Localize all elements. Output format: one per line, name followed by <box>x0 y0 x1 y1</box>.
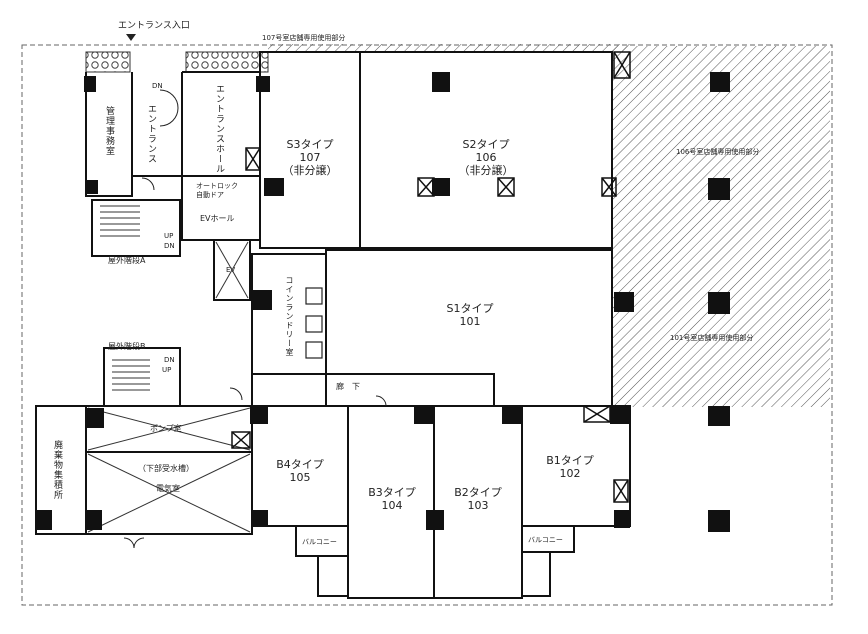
unit-b3-type: B3タイプ <box>368 486 416 499</box>
pump-room-label: ポンプ室 <box>150 424 182 433</box>
unit-b4-type: B4タイプ <box>276 458 324 471</box>
unit-s1-101 <box>325 249 613 407</box>
unit-s2-number: 106 <box>475 151 497 164</box>
unit-s3-number: 107 <box>299 151 321 164</box>
shop107-strip-hatch <box>268 44 630 52</box>
water-tank-label: （下部受水槽） <box>138 464 194 473</box>
unit-b4-number: 105 <box>289 471 311 484</box>
unit-s3-type: S3タイプ <box>286 138 334 151</box>
column <box>86 180 98 194</box>
unit-s1-number: 101 <box>459 315 481 328</box>
column <box>86 510 102 530</box>
corridor <box>251 373 495 407</box>
planter-left <box>85 51 131 73</box>
column <box>256 76 270 92</box>
column <box>432 72 450 92</box>
unit-b3-label: B3タイプ 104 <box>362 486 422 512</box>
column <box>86 408 104 428</box>
entrance-hall-label: エントランスホール <box>214 84 224 174</box>
entrance-dn-label: DN <box>152 82 163 90</box>
entrance-top-label: エントランス入口 <box>118 21 190 31</box>
autodoor-label: 自動ドア <box>196 191 224 199</box>
stairs-a-dn-label: DN <box>164 242 175 250</box>
trash-room-label: 廃棄物集積所 <box>52 440 62 500</box>
column <box>708 510 730 532</box>
unit-b4-label: B4タイプ 105 <box>270 458 330 484</box>
entrance-arrow-icon <box>126 34 136 41</box>
shop101-exclusive-area <box>612 250 830 407</box>
column <box>252 290 272 310</box>
laundry-machine <box>305 315 323 333</box>
laundry-machine <box>305 341 323 359</box>
column <box>36 510 52 530</box>
elevator-shaft <box>213 239 251 301</box>
column <box>708 406 730 426</box>
stairs-b-label: 屋外階段B <box>108 342 146 351</box>
outdoor-stairs-a <box>91 199 181 257</box>
stairs-a-up-label: UP <box>164 232 174 240</box>
unit-s2-note: （非分譲） <box>458 164 514 177</box>
unit-s3-note: （非分譲） <box>282 164 338 177</box>
management-room-label: 管理事務室 <box>104 106 114 156</box>
balcony-b4-label: バルコニー <box>302 538 337 546</box>
stairs-b-dn-label: DN <box>164 356 175 364</box>
electric-room-label: 電気室 <box>156 484 180 493</box>
column <box>708 178 730 200</box>
unit-b1-102 <box>521 405 631 527</box>
unit-s1-type: S1タイプ <box>446 302 494 315</box>
unit-b2-number: 103 <box>467 499 489 512</box>
unit-s2-type: S2タイプ <box>462 138 510 151</box>
corridor-label: 廊 下 <box>336 382 360 391</box>
balcony-b1-label: バルコニー <box>528 536 563 544</box>
column <box>252 510 268 526</box>
entrance-label: エントランス <box>146 104 156 164</box>
coin-laundry-label: コインランドリー室 <box>285 276 294 357</box>
column <box>614 510 630 528</box>
column <box>426 510 444 530</box>
unit-s1-label: S1タイプ 101 <box>440 302 500 328</box>
shop106-area-label: 106号室店舗専用使用部分 <box>676 148 760 156</box>
column <box>84 76 96 92</box>
autolock-label: オートロック <box>196 182 238 190</box>
unit-s2-106 <box>359 51 613 249</box>
unit-s3-label: S3タイプ 107 （非分譲） <box>280 138 340 177</box>
ev-label: EV <box>226 266 236 274</box>
balcony-b1-side <box>521 551 551 597</box>
shop101-area-label: 101号室店舗専用使用部分 <box>670 334 754 342</box>
stairs-b-up-label: UP <box>162 366 172 374</box>
unit-b1-number: 102 <box>559 467 581 480</box>
unit-b1-type: B1タイプ <box>546 454 594 467</box>
unit-b1-label: B1タイプ 102 <box>540 454 600 480</box>
laundry-machine <box>305 287 323 305</box>
column <box>708 292 730 314</box>
column <box>614 292 634 312</box>
planter-right <box>185 51 269 73</box>
entrance-wing-walls <box>85 72 183 197</box>
unit-b2-label: B2タイプ 103 <box>448 486 508 512</box>
balcony-b4-side <box>317 555 349 597</box>
shop107-strip-label: 107号室店舗専用使用部分 <box>262 34 346 42</box>
unit-s2-label: S2タイプ 106 （非分譲） <box>456 138 516 177</box>
stairs-a-label: 屋外階段A <box>108 256 146 265</box>
ev-hall-label: EVホール <box>200 214 235 223</box>
unit-b2-type: B2タイプ <box>454 486 502 499</box>
unit-b3-number: 104 <box>381 499 403 512</box>
column <box>710 72 730 92</box>
